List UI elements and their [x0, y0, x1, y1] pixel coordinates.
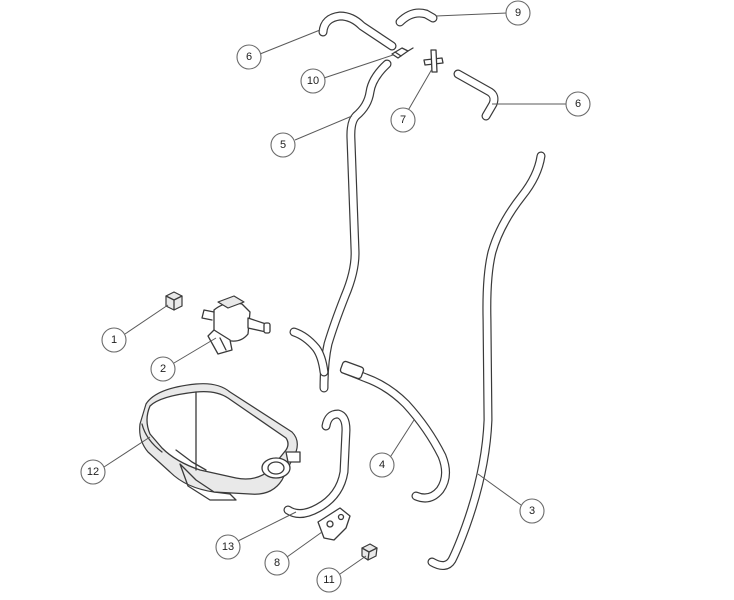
callout-11: 11: [316, 567, 342, 593]
callout-13: 13: [215, 534, 241, 560]
hose-part-9: [395, 8, 438, 27]
hose-part-13: [283, 409, 351, 518]
callout-label: 11: [323, 574, 334, 586]
callout-3: 3: [519, 498, 545, 524]
t-piece-part-7: [423, 49, 444, 73]
callout-label: 12: [87, 466, 99, 478]
callout-7: 7: [390, 107, 416, 133]
callout-8: 8: [264, 550, 290, 576]
callout-9: 9: [505, 0, 531, 26]
callout-label: 6: [575, 98, 581, 110]
callout-label: 6: [246, 51, 252, 63]
callout-label: 8: [274, 557, 280, 569]
bracket-part-8: [317, 507, 351, 541]
callout-6-left: 6: [236, 44, 262, 70]
leader-lines: [103, 12, 566, 575]
callout-label: 7: [400, 114, 406, 126]
callout-6-right: 6: [565, 91, 591, 117]
callout-label: 13: [222, 541, 234, 553]
connector-part-10: [391, 47, 414, 59]
nut-part-1: [165, 291, 183, 311]
canister-part-12: [139, 383, 301, 501]
callout-1: 1: [101, 327, 127, 353]
callout-label: 3: [529, 505, 535, 517]
callout-label: 4: [379, 459, 385, 471]
valve-part-2: [201, 295, 271, 355]
callout-10: 10: [300, 68, 326, 94]
callout-label: 2: [160, 363, 166, 375]
callout-5: 5: [270, 132, 296, 158]
callout-label: 1: [111, 334, 117, 346]
callout-2: 2: [150, 356, 176, 382]
hose-part-3: [427, 151, 546, 570]
callout-label: 5: [280, 139, 286, 151]
callout-12: 12: [80, 459, 106, 485]
hose-part-6-right: [453, 69, 499, 121]
callout-label: 10: [307, 75, 319, 87]
hose-part-6-left: [318, 11, 397, 51]
callout-label: 9: [515, 7, 521, 19]
hose-part-5: [289, 59, 392, 393]
callout-4: 4: [369, 452, 395, 478]
hose-part-4: [339, 360, 450, 503]
